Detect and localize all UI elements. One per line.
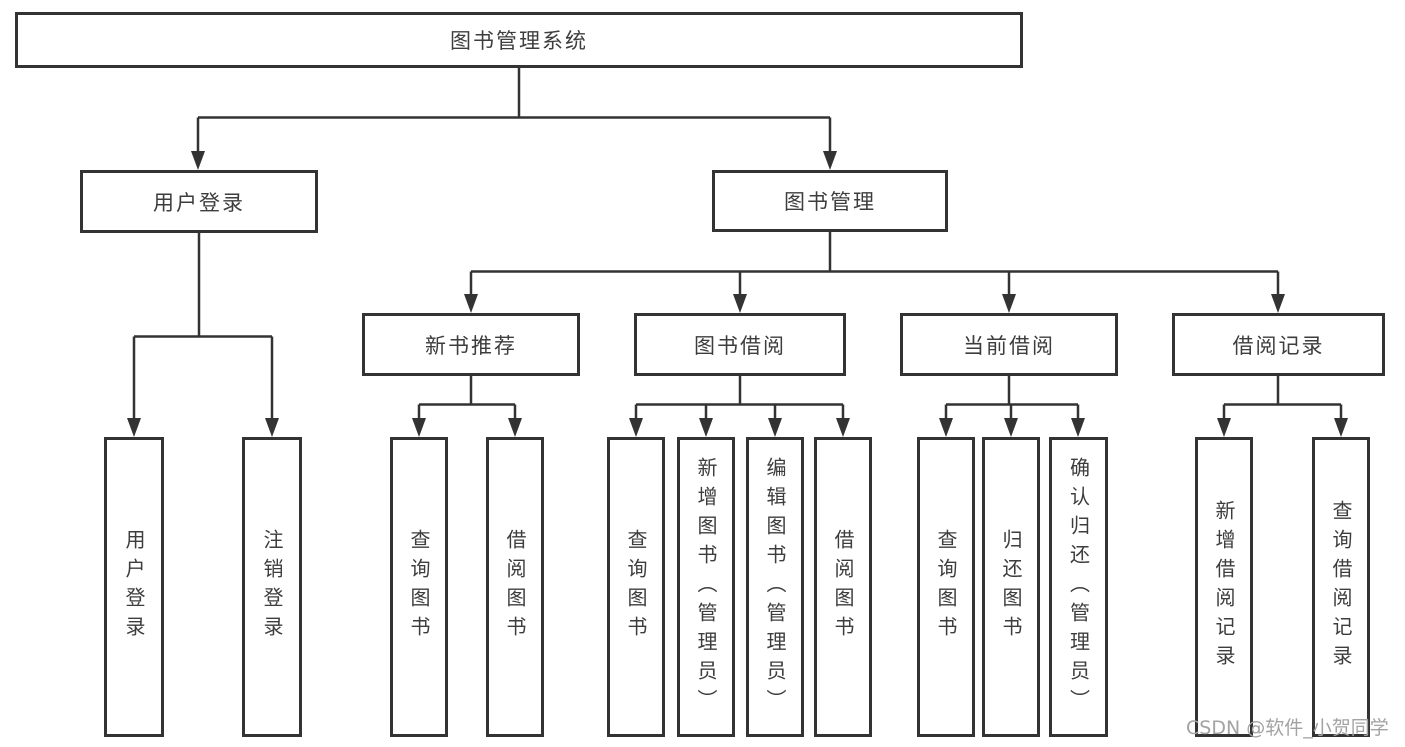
node-book-management: 图书管理 bbox=[712, 170, 948, 232]
leaf-label: 归还图书 bbox=[999, 529, 1023, 645]
leaf-label: 新增借阅记录 bbox=[1212, 500, 1236, 674]
leaf-borrow-books-recommend: 借阅图书 bbox=[486, 437, 544, 737]
node-label: 当前借阅 bbox=[963, 333, 1055, 358]
leaf-label: 用户登录 bbox=[122, 529, 146, 645]
leaf-label: 确认归还（管理员） bbox=[1066, 456, 1091, 718]
leaf-query-books-current: 查询图书 bbox=[917, 437, 975, 737]
leaf-logout: 注销登录 bbox=[242, 437, 302, 737]
node-label: 借阅记录 bbox=[1232, 333, 1325, 358]
leaf-label: 注销登录 bbox=[260, 529, 284, 645]
leaf-label: 新增图书（管理员） bbox=[694, 456, 718, 718]
leaf-label: 查询图书 bbox=[407, 529, 431, 645]
leaf-add-borrow-record: 新增借阅记录 bbox=[1195, 437, 1253, 737]
leaf-borrow-books: 借阅图书 bbox=[814, 437, 872, 737]
csdn-watermark: CSDN @软件_小贺同学 bbox=[1186, 717, 1389, 739]
leaf-label: 借阅图书 bbox=[503, 529, 527, 645]
leaf-query-books-borrow: 查询图书 bbox=[607, 437, 665, 737]
node-label: 用户登录 bbox=[153, 190, 245, 215]
node-user-login: 用户登录 bbox=[80, 170, 318, 233]
leaf-add-books-admin: 新增图书（管理员） bbox=[677, 437, 735, 737]
connector-book-mgmt-to-level3 bbox=[464, 232, 1285, 313]
leaf-query-books-recommend: 查询图书 bbox=[390, 437, 448, 737]
node-label: 新书推荐 bbox=[425, 333, 517, 358]
connector-book-borrow-children bbox=[629, 376, 850, 437]
leaf-return-books: 归还图书 bbox=[982, 437, 1040, 737]
leaf-label: 查询图书 bbox=[934, 529, 958, 645]
node-book-borrowing: 图书借阅 bbox=[634, 313, 846, 376]
node-label: 图书管理 bbox=[784, 190, 876, 214]
leaf-label: 编辑图书（管理员） bbox=[763, 456, 787, 718]
connector-borrow-records-children bbox=[1217, 376, 1348, 437]
leaf-label: 查询图书 bbox=[624, 529, 648, 645]
node-label: 图书管理系统 bbox=[450, 29, 588, 53]
connector-new-rec-children bbox=[412, 376, 522, 437]
leaf-label: 借阅图书 bbox=[831, 529, 855, 645]
leaf-confirm-return-admin: 确认归还（管理员） bbox=[1049, 437, 1108, 737]
node-label: 图书借阅 bbox=[694, 333, 786, 358]
leaf-edit-books-admin: 编辑图书（管理员） bbox=[746, 437, 804, 737]
connector-root-to-level2 bbox=[191, 68, 837, 170]
node-library-management-system: 图书管理系统 bbox=[15, 12, 1023, 68]
leaf-user-login: 用户登录 bbox=[104, 437, 164, 737]
node-current-borrowing: 当前借阅 bbox=[900, 313, 1118, 376]
connector-user-login-children bbox=[127, 233, 279, 437]
connector-current-borrow-children bbox=[939, 376, 1085, 437]
leaf-label: 查询借阅记录 bbox=[1329, 500, 1353, 674]
node-new-book-recommend: 新书推荐 bbox=[362, 313, 580, 376]
node-borrowing-records: 借阅记录 bbox=[1172, 313, 1385, 376]
leaf-query-borrow-record: 查询借阅记录 bbox=[1312, 437, 1370, 737]
